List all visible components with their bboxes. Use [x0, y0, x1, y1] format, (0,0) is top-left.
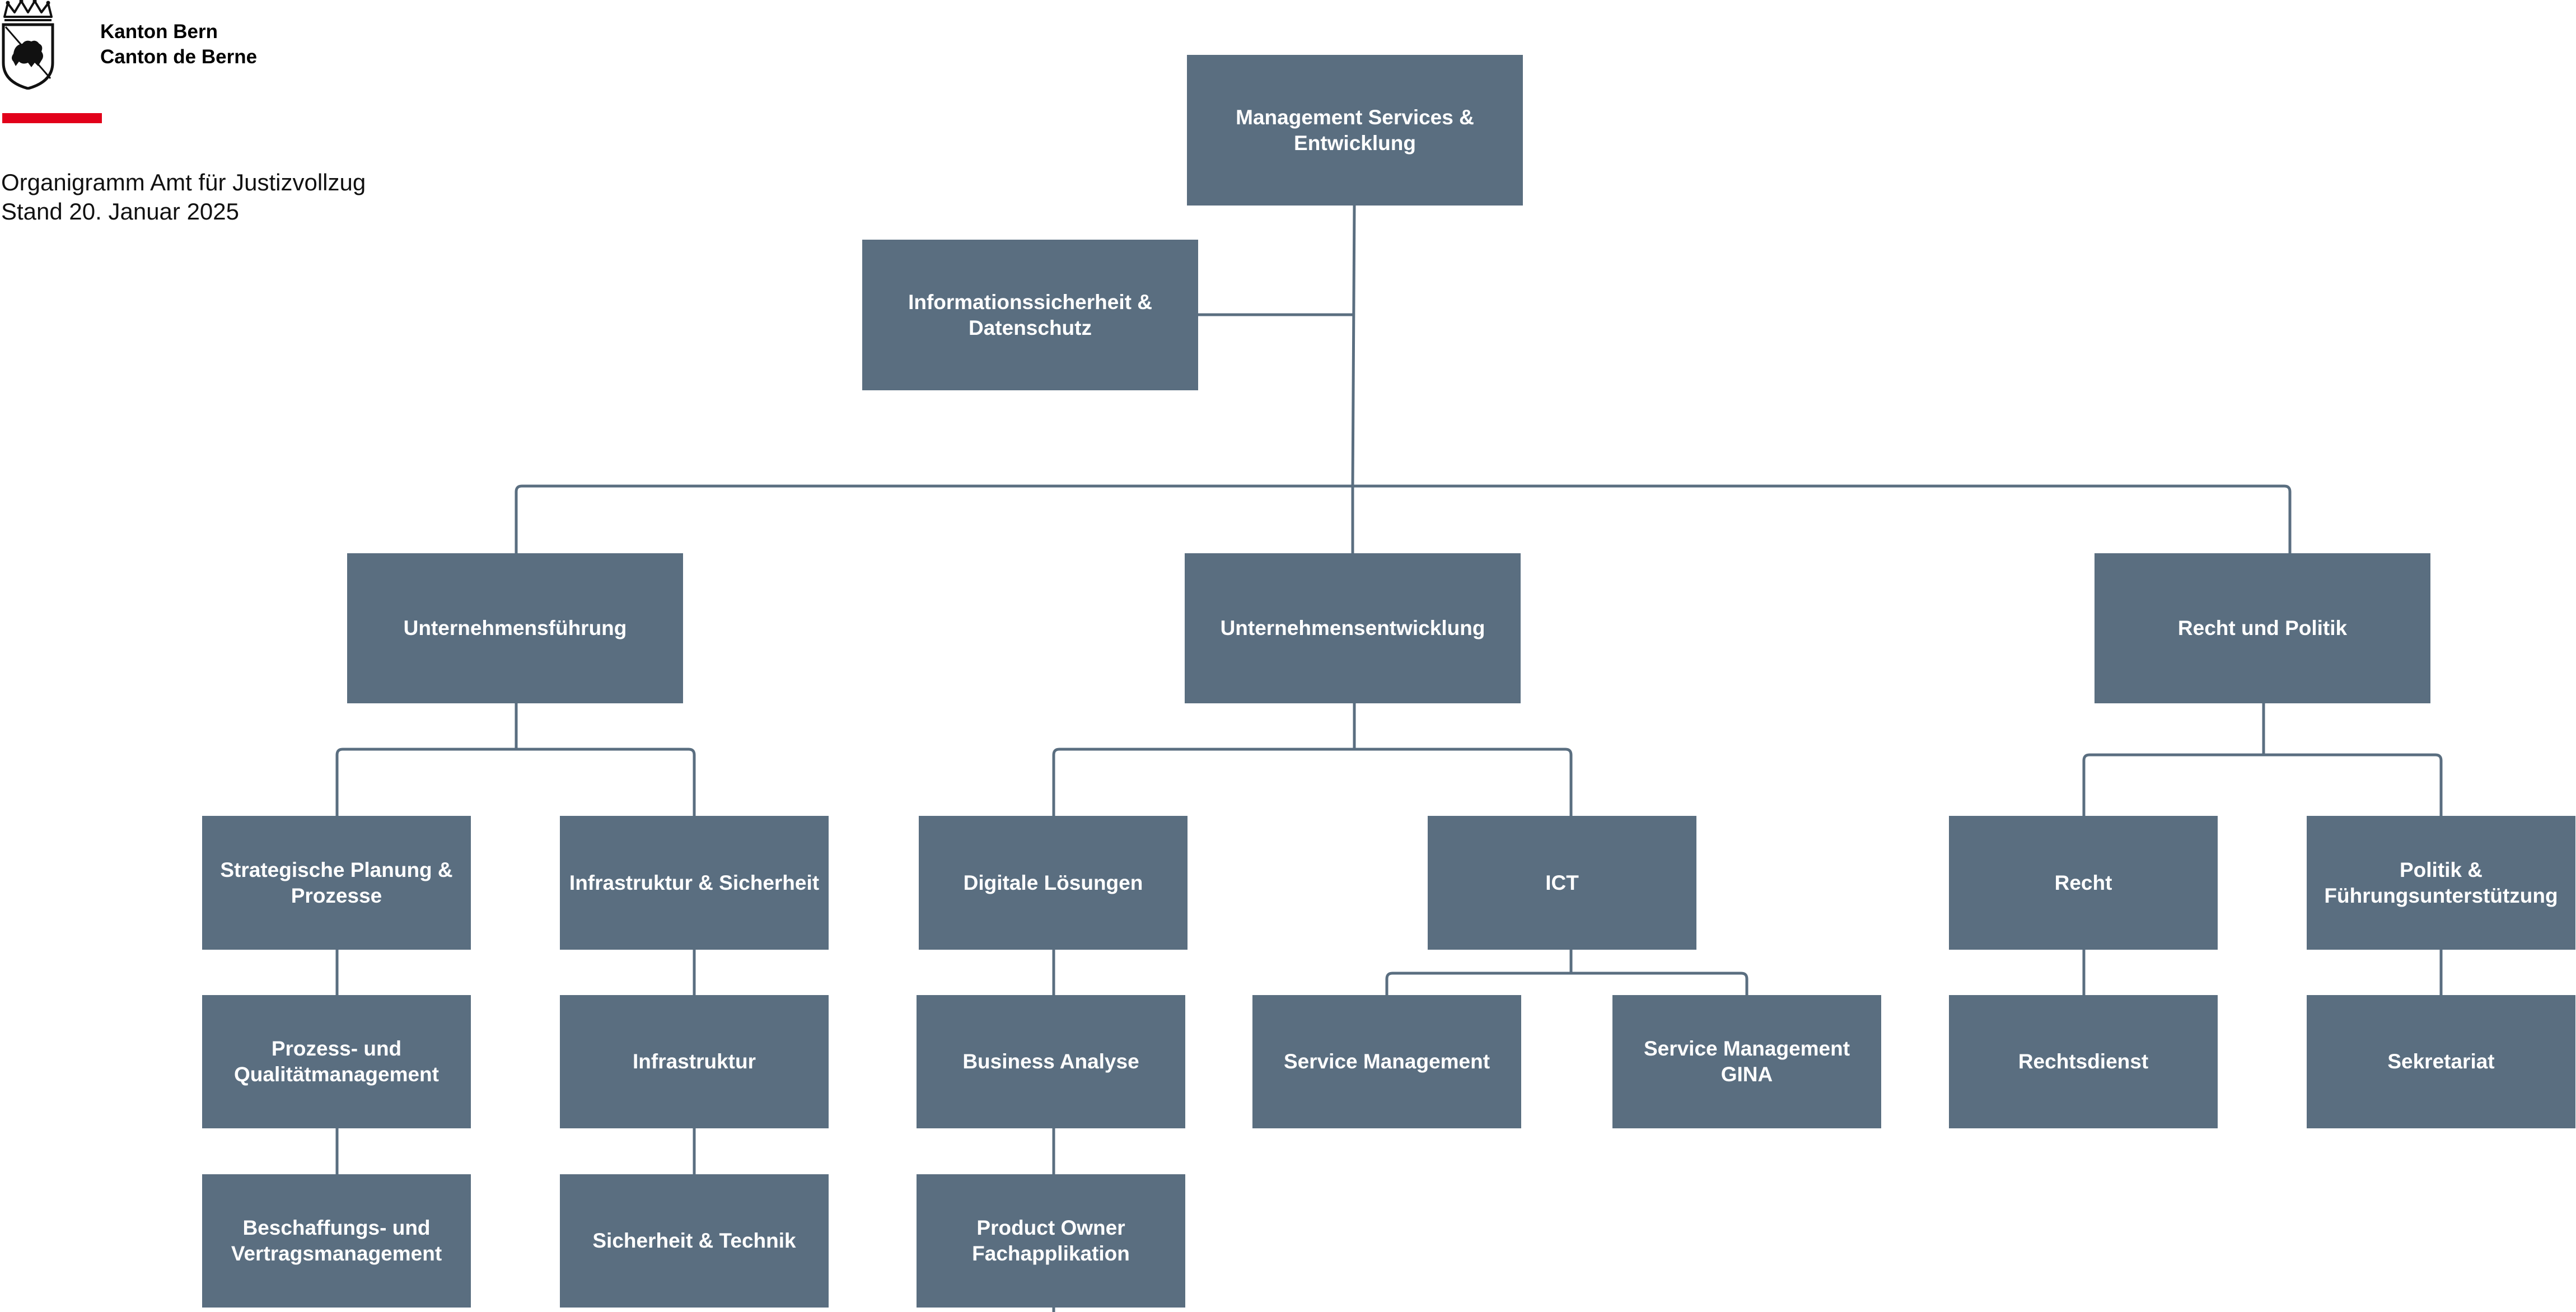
node-sekretariat[interactable]: Sekretariat — [2307, 995, 2575, 1128]
node-rechtsdienst[interactable]: Rechtsdienst — [1949, 995, 2218, 1128]
node-label: Management Services & Entwicklung — [1236, 105, 1474, 155]
node-label: Recht — [2054, 871, 2112, 894]
node-label: Product Owner Fachapplikation — [972, 1216, 1130, 1265]
canton-name: Kanton Bern Canton de Berne — [100, 19, 257, 69]
node-label: Recht und Politik — [2177, 617, 2348, 639]
node-label: Sicherheit & Technik — [592, 1229, 796, 1252]
connector-uf-bus — [335, 748, 696, 816]
node-label: Service Management GINA — [1643, 1037, 1850, 1086]
connector-root-trunk — [1351, 205, 1356, 487]
node-service-management[interactable]: Service Management — [1252, 995, 1521, 1128]
node-label: Informationssicherheit & Datenschutz — [908, 290, 1152, 339]
node-label: Politik & Führungsunterstützung — [2324, 858, 2558, 907]
bern-coat-of-arms-icon — [2, 0, 54, 90]
connector-ict-bus — [1385, 972, 1748, 995]
node-label: Infrastruktur — [633, 1050, 756, 1073]
node-sicherheit-technik[interactable]: Sicherheit & Technik — [560, 1174, 829, 1308]
node-service-management-gina[interactable]: Service Management GINA — [1612, 995, 1881, 1128]
document-title-text: Organigramm Amt für Justizvollzug — [1, 169, 366, 195]
node-management-services[interactable]: Management Services & Entwicklung — [1187, 55, 1523, 206]
connector-level2-bus — [515, 484, 2292, 553]
document-date: Stand 20. Januar 2025 — [1, 198, 240, 225]
node-strategische-planung[interactable]: Strategische Planung & Prozesse — [202, 816, 471, 950]
node-qualitaetmanagement[interactable]: Prozess- und Qualitätmanagement — [202, 995, 471, 1128]
node-label: Business Analyse — [962, 1050, 1139, 1073]
connector-rp-bus — [2082, 753, 2443, 816]
connector-ue-bus — [1052, 748, 1573, 816]
node-beschaffungsmanagement[interactable]: Beschaffungs- und Vertragsmanagement — [202, 1174, 471, 1308]
node-politik-fuehrungsunterstuetzung[interactable]: Politik & Führungsunterstützung — [2307, 816, 2575, 950]
node-label: Prozess- und Qualitätmanagement — [234, 1037, 439, 1086]
node-infrastruktur-sicherheit[interactable]: Infrastruktur & Sicherheit — [560, 816, 829, 950]
accent-bar — [2, 113, 102, 123]
document-title: Organigramm Amt für Justizvollzug Stand … — [1, 168, 366, 226]
node-label: Service Management — [1283, 1050, 1490, 1073]
node-business-analyse[interactable]: Business Analyse — [917, 995, 1185, 1128]
node-label: Unternehmensführung — [403, 617, 627, 639]
node-informationssicherheit[interactable]: Informationssicherheit & Datenschutz — [862, 240, 1198, 390]
node-label: ICT — [1545, 871, 1579, 894]
node-recht[interactable]: Recht — [1949, 816, 2218, 950]
canton-name-fr: Canton de Berne — [100, 46, 258, 68]
node-digitale-loesungen[interactable]: Digitale Lösungen — [919, 816, 1188, 950]
node-label: Strategische Planung & Prozesse — [220, 858, 453, 907]
node-product-owner[interactable]: Product Owner Fachapplikation — [917, 1174, 1185, 1308]
node-recht-und-politik[interactable]: Recht und Politik — [2095, 553, 2430, 703]
node-label: Beschaffungs- und Vertragsmanagement — [231, 1216, 442, 1265]
node-unternehmensentwicklung[interactable]: Unternehmensentwicklung — [1185, 553, 1521, 703]
node-label: Infrastruktur & Sicherheit — [569, 871, 820, 894]
node-label: Sekretariat — [2387, 1050, 2495, 1073]
node-label: Digitale Lösungen — [963, 871, 1143, 894]
node-label: Rechtsdienst — [2018, 1050, 2149, 1073]
canton-name-de: Kanton Bern — [100, 21, 218, 43]
node-ict[interactable]: ICT — [1428, 816, 1696, 950]
node-infrastruktur[interactable]: Infrastruktur — [560, 995, 829, 1128]
node-unternehmensfuehrung[interactable]: Unternehmensführung — [347, 553, 683, 703]
node-label: Unternehmensentwicklung — [1220, 617, 1485, 639]
